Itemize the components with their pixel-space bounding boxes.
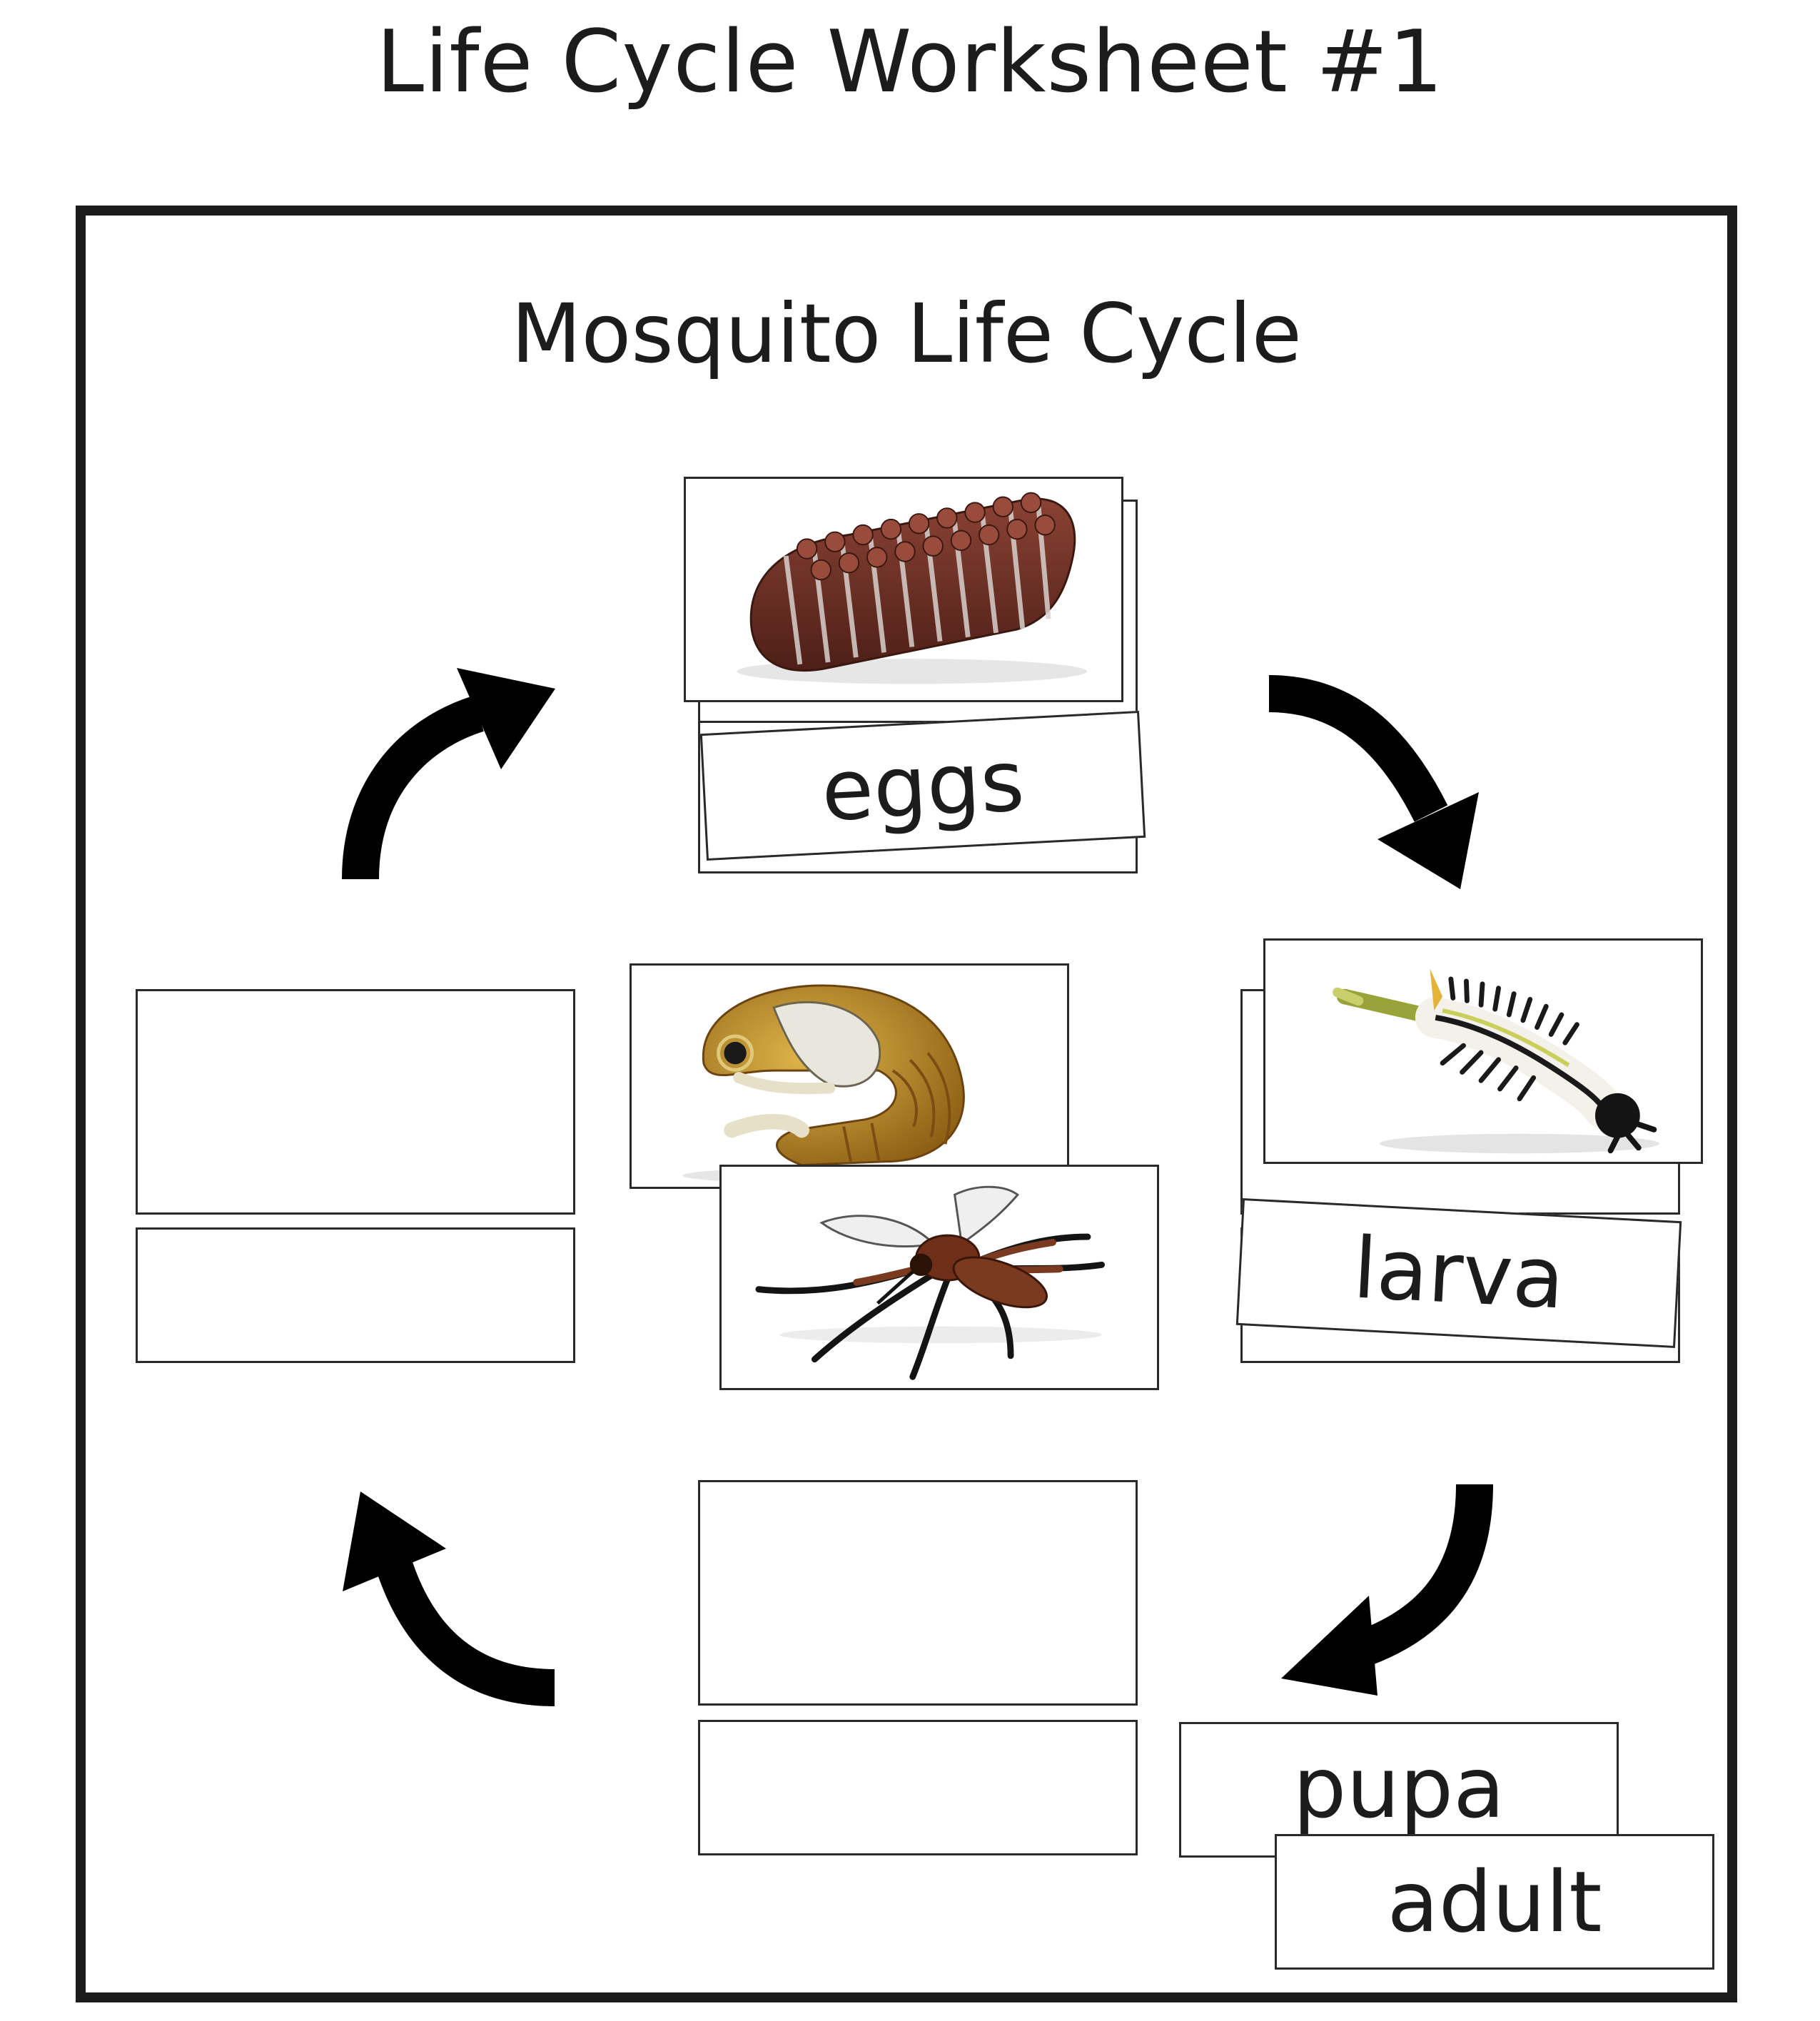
bottom-label-slot[interactable]	[698, 1720, 1138, 1855]
larva-image	[1333, 968, 1660, 1154]
adult-label-card[interactable]: adult	[1275, 1834, 1714, 1970]
page-title: Life Cycle Worksheet #1	[376, 13, 1444, 112]
left-label-slot[interactable]	[136, 1227, 575, 1363]
eggs-image-card[interactable]	[684, 477, 1123, 702]
left-image-slot[interactable]	[136, 989, 575, 1215]
eggs-label: eggs	[819, 731, 1027, 841]
larva-image-card[interactable]	[1263, 938, 1703, 1164]
eggs-label-card[interactable]: eggs	[699, 711, 1146, 861]
adult-image-card[interactable]	[719, 1165, 1159, 1390]
adult-label: adult	[1387, 1853, 1602, 1951]
pupa-label: pupa	[1293, 1738, 1505, 1837]
pupa-image-card[interactable]	[630, 963, 1069, 1189]
worksheet-frame	[76, 206, 1737, 2002]
bottom-image-slot[interactable]	[698, 1480, 1138, 1706]
larva-label: larva	[1350, 1218, 1567, 1328]
diagram-title: Mosquito Life Cycle	[511, 286, 1302, 381]
pupa-image	[682, 984, 1005, 1185]
eggs-image	[737, 492, 1088, 684]
larva-label-card[interactable]: larva	[1235, 1198, 1682, 1348]
adult-image	[755, 1185, 1106, 1380]
